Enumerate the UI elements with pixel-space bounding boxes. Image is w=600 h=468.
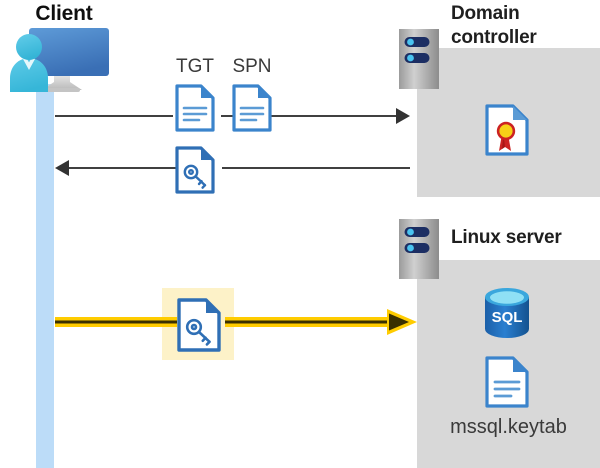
keytab-document-icon — [485, 356, 529, 408]
tgt-document-icon — [175, 84, 215, 132]
key-document-icon — [175, 146, 215, 194]
certificate-document-icon — [485, 104, 529, 156]
service-ticket-arrow — [55, 306, 417, 338]
domain-controller-title-line1: Domain — [451, 3, 520, 24]
domain-controller-title: Domain controller — [451, 2, 600, 50]
sql-database-icon: SQL — [481, 286, 533, 340]
spn-document-icon — [232, 84, 272, 132]
keytab-filename-label: mssql.keytab — [450, 416, 567, 438]
service-ticket-key-document-icon — [177, 298, 221, 352]
server-rack-icon — [399, 29, 439, 89]
svg-text:SQL: SQL — [492, 309, 523, 326]
response-arrow — [55, 154, 410, 182]
tgt-label: TGT — [176, 56, 214, 77]
client-computer-user-icon — [6, 26, 122, 100]
client-lifeline — [36, 84, 54, 468]
domain-controller-title-line2: controller — [451, 27, 537, 48]
spn-label: SPN — [232, 56, 272, 77]
server-rack-icon — [399, 219, 439, 279]
client-label: Client — [35, 2, 93, 25]
linux-server-title: Linux server — [451, 227, 562, 248]
